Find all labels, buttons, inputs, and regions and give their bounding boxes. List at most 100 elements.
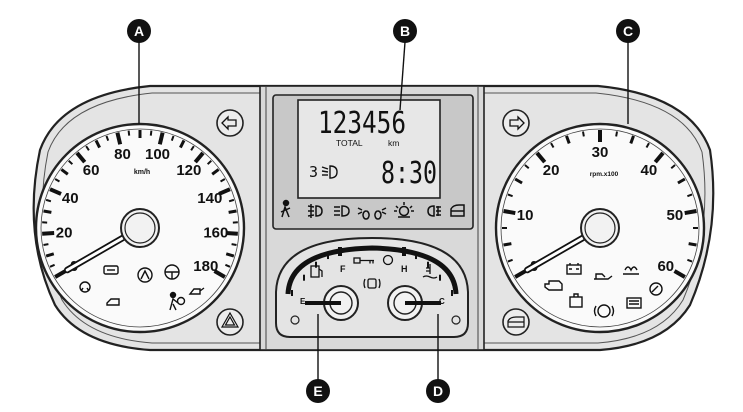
speed-tick [94,139,101,149]
odometer-mode: TOTAL [336,138,363,148]
speed-label: 40 [62,190,79,207]
rpm-tick [673,269,686,279]
speed-label: 100 [145,146,170,163]
rpm-tick [688,242,697,247]
glow-plug-icon [394,202,414,218]
odometer-value: 123456 [318,106,406,141]
speed-tick [218,187,231,196]
speed-label: 20 [56,224,73,241]
rpm-label: 40 [641,162,658,179]
temp-reset-knob [451,315,461,325]
speed-tick [49,187,62,196]
arrow-right-icon [502,109,530,137]
rpm-label: 50 [667,207,684,224]
rpm-ticks [502,130,698,279]
speed-tick [224,263,231,268]
speedometer-warning-icons [79,264,205,311]
fuel-empty-label: E [300,297,306,306]
speed-tick [213,269,226,279]
fuel-scale [291,247,342,296]
water-in-fuel-icon [569,293,583,308]
coolant-temp-icon [422,264,438,279]
tachometer-warning-icons [544,263,663,318]
callout-d: D [426,379,450,403]
speed-tick [206,160,212,165]
rpm-tick [524,164,530,169]
speed-tick [170,135,175,141]
speed-tick [45,252,55,258]
rpm-label: 30 [592,144,609,161]
rpm-tick [514,177,523,185]
speed-tick [179,139,186,149]
speed-ticks [42,130,238,279]
speed-tick [43,209,52,214]
callout-b: B [393,19,417,43]
speed-label: 80 [114,146,131,163]
low-fuel-light [382,254,394,266]
rpm-tick [687,193,693,198]
rpm-tick [615,131,619,137]
rpm-hub-inner [584,212,616,244]
door-icon [450,204,465,217]
svg-text:B: B [400,23,410,39]
tachometer: 0102030405060 rpm.x100 [494,122,706,334]
rpm-tick [645,142,650,148]
rpm-label: 60 [657,258,674,275]
callout-c: C [616,19,640,43]
abs-icon [137,267,153,283]
rpm-tick [503,209,516,216]
rpm-label: 10 [517,207,534,224]
tachometer-face-inner [500,128,700,328]
airbag-icon [169,291,186,311]
speed-tick [220,178,226,183]
speed-tick [68,160,74,165]
fuel-pump-icon [310,265,323,278]
rpm-tick [581,131,585,137]
rpm-unit: rpm.x100 [590,171,619,178]
speedometer: 020406080100120140160180 km/h [34,122,246,334]
check-engine-icon [544,280,563,291]
service-icon [649,282,663,296]
main-beam-icon [334,205,350,217]
speed-tick [49,263,56,268]
rpm-tick [670,164,676,169]
speed-tick [225,231,238,236]
speed-tick [190,145,195,151]
speed-tick [115,132,123,145]
speed-tick [54,269,67,279]
temp-scale [402,247,453,296]
rpm-tick [684,209,697,216]
speed-tick [85,145,90,151]
rpm-label: 20 [543,162,560,179]
power-steering-icon [164,264,180,280]
speed-tick [228,198,235,203]
warning-light-strip [280,199,465,220]
clock-value: 8:30 [381,156,437,191]
speedometer-face-inner [40,128,240,328]
arrow-left-icon [216,109,244,137]
speed-label: 180 [193,258,218,275]
rpm-tick [550,142,555,148]
svg-text:D: D [433,383,443,399]
rpm-tick [507,193,513,198]
speed-label: 120 [176,162,201,179]
callout-e: E [306,379,330,403]
oil-pressure-icon [594,273,613,280]
temp-cold-label: C [439,297,445,306]
rear-door-icon [106,298,120,306]
speed-tick [105,135,110,141]
speed-hub-inner [124,212,156,244]
key-icon [353,257,374,264]
speed-label: 60 [83,162,100,179]
fuel-full-label: F [340,264,346,274]
brake-system-icon [593,304,615,318]
fuel-reset-knob [290,315,300,325]
headlight-leveling-icon [321,165,338,179]
rpm-tick [629,135,635,144]
rpm-tick [507,258,513,263]
brake-pad-icon [363,278,381,289]
svg-text:C: C [623,23,633,39]
display-screen [297,99,441,199]
speed-tick [60,168,69,176]
